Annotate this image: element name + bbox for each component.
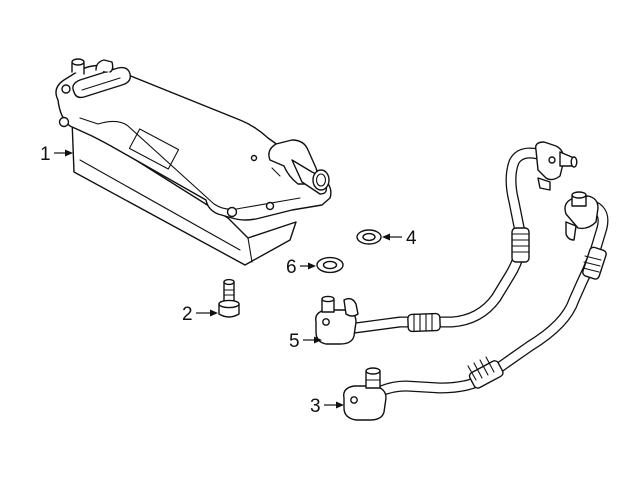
callout-2: 2 xyxy=(182,304,218,325)
callout-3: 3 xyxy=(310,396,344,417)
bolt xyxy=(218,278,240,318)
callout-label-3: 3 xyxy=(310,396,321,417)
callout-label-1: 1 xyxy=(40,144,51,165)
oil-cooler xyxy=(55,58,332,266)
callout-label-2: 2 xyxy=(182,304,193,325)
callout-label-6: 6 xyxy=(286,257,297,278)
callout-6: 6 xyxy=(286,257,316,278)
callout-label-5: 5 xyxy=(289,331,300,352)
callout-4: 4 xyxy=(382,228,417,249)
callout-label-4: 4 xyxy=(406,228,417,249)
callout-1: 1 xyxy=(40,144,73,165)
o-ring-4 xyxy=(356,229,382,245)
cooler-hose-upper xyxy=(315,141,578,345)
o-ring-6 xyxy=(316,256,344,274)
callout-5: 5 xyxy=(289,331,322,352)
cooler-hose-lower xyxy=(343,191,609,421)
